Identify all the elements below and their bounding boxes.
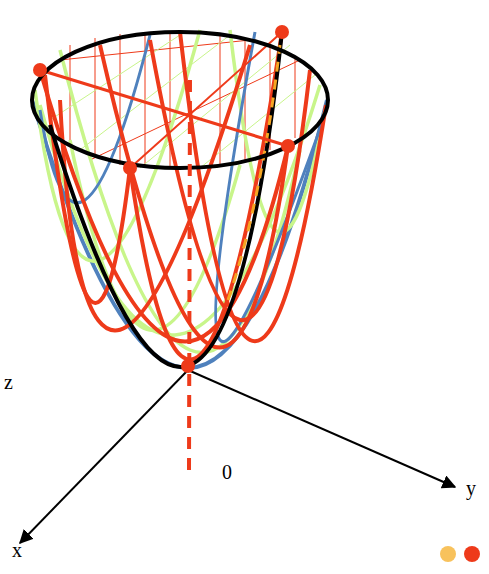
y-axis — [188, 370, 455, 487]
axis-label: x — [12, 540, 22, 560]
axis-label: z — [4, 372, 13, 392]
chord — [40, 70, 288, 146]
parabola — [35, 30, 325, 353]
axis-label: y — [466, 478, 476, 498]
origin-label: 0 — [222, 462, 232, 482]
dot — [464, 546, 480, 562]
dot — [440, 546, 456, 562]
point — [33, 25, 295, 373]
chord — [130, 32, 282, 168]
z-axis — [189, 75, 190, 470]
rim-ellipse — [32, 32, 328, 168]
x-axis — [20, 370, 188, 543]
parabola-dashed — [228, 45, 280, 300]
parabola — [40, 32, 326, 360]
